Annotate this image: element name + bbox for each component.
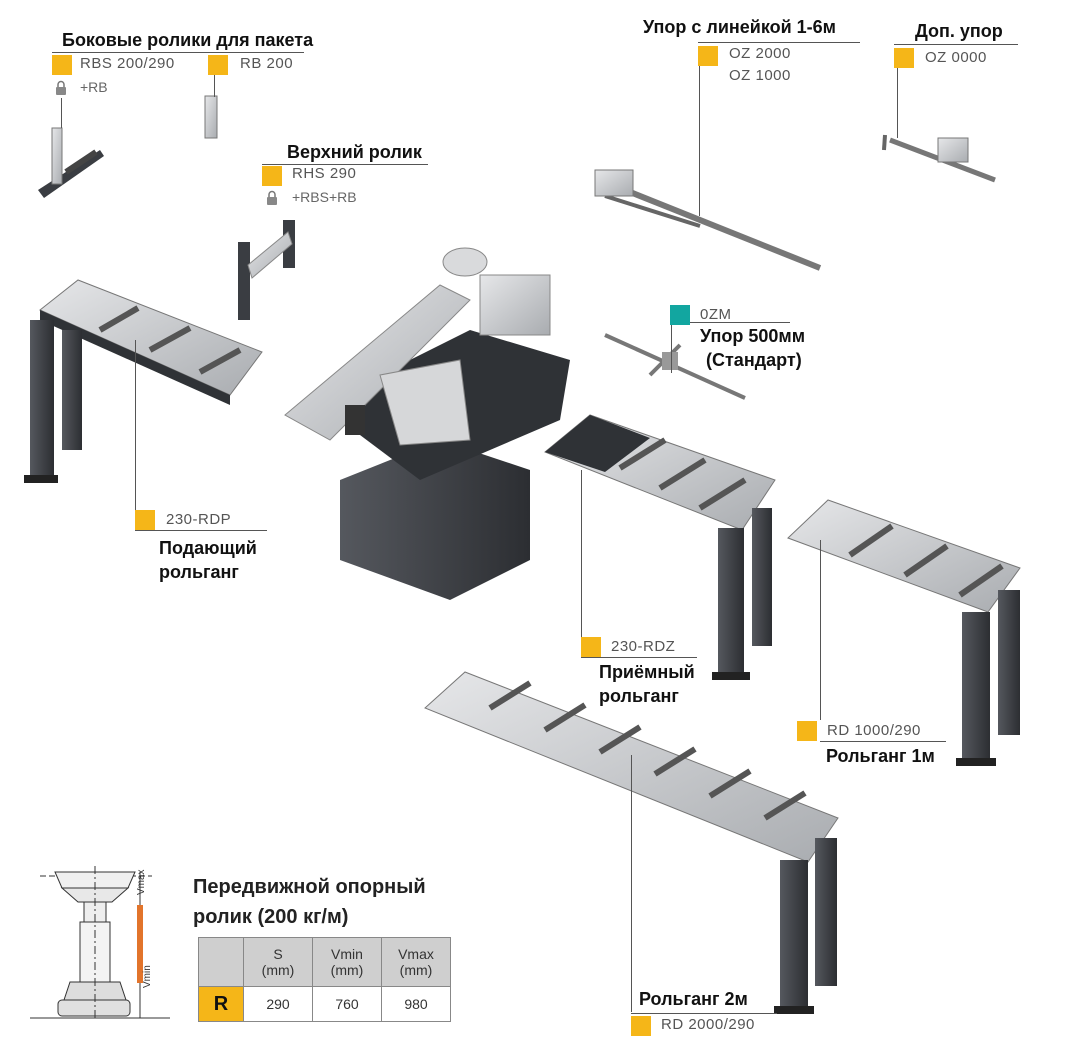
oz1000-code: OZ 1000 <box>729 67 791 84</box>
conveyor-1m-drawing <box>787 499 1021 766</box>
rdz-code: 230-RDZ <box>611 638 676 655</box>
feed-conveyor-title: Подающий <box>159 538 257 558</box>
marker-230rdz <box>581 637 601 657</box>
stop-500-subtitle: (Стандарт) <box>706 350 802 370</box>
table-header-row: S(mm) Vmin(mm) Vmax(mm) <box>198 937 451 987</box>
oz2000-code: OZ 2000 <box>729 45 791 62</box>
leader-line <box>61 98 62 128</box>
rdp-code: 230-RDP <box>166 511 232 528</box>
rd1000-code: RD 1000/290 <box>827 722 921 739</box>
divider <box>631 1013 777 1014</box>
side-rollers-title: Боковые ролики для пакета <box>62 30 314 50</box>
top-roller-drawing <box>238 220 295 320</box>
divider <box>820 741 946 742</box>
divider <box>52 52 304 53</box>
header-vmax: Vmax(mm) <box>381 937 451 987</box>
leader-line <box>581 470 582 638</box>
bandsaw-machine-drawing <box>284 247 570 600</box>
side-roller-rbs-drawing <box>38 127 104 198</box>
extra-stop-drawing <box>882 134 996 183</box>
divider <box>262 164 428 165</box>
header-vmin: Vmin(mm) <box>312 937 382 987</box>
conveyor-1m-title: Рольганг 1м <box>826 746 935 766</box>
receive-conveyor-title-2: рольганг <box>599 686 679 706</box>
divider <box>670 322 790 323</box>
rhs-code: RHS 290 <box>292 165 357 182</box>
row-label: R <box>198 986 244 1022</box>
divider <box>581 657 697 658</box>
lock-icon <box>56 80 66 95</box>
ruler-stop-drawing <box>594 169 822 271</box>
lock-icon <box>267 190 277 205</box>
feed-conveyor-title-2: рольганг <box>159 562 239 582</box>
cell-vmax: 980 <box>381 986 451 1022</box>
leader-line <box>897 68 898 138</box>
marker-230rdp <box>135 510 155 530</box>
mobile-roller-title-2: ролик (200 кг/м) <box>193 906 349 928</box>
receive-conveyor-title: Приёмный <box>599 662 695 682</box>
leader-line <box>671 325 672 373</box>
vmax-label: Vmax <box>136 869 147 895</box>
divider <box>894 44 1018 45</box>
marker-oz0000 <box>894 48 914 68</box>
cell-s: 290 <box>243 986 313 1022</box>
mobile-roller-title: Передвижной опорный <box>193 876 426 898</box>
divider <box>135 530 267 531</box>
table-corner <box>198 937 244 987</box>
rbs-extra: +RB <box>80 79 108 95</box>
marker-oz2000 <box>698 46 718 66</box>
stop-500-drawing <box>604 333 746 400</box>
marker-rd1000 <box>797 721 817 741</box>
leader-line <box>631 755 632 1012</box>
feed-conveyor-drawing <box>24 279 263 483</box>
marker-rd2000 <box>631 1016 651 1036</box>
side-roller-rb-drawing <box>204 95 218 139</box>
table-row: R 290 760 980 <box>198 986 451 1022</box>
rhs-extra: +RBS+RB <box>292 189 357 205</box>
mobile-roller-spec-table: S(mm) Vmin(mm) Vmax(mm) R 290 760 980 <box>198 937 451 1022</box>
oz0000-code: OZ 0000 <box>925 49 987 66</box>
marker-rbs <box>52 55 72 75</box>
rd2000-code: RD 2000/290 <box>661 1016 755 1033</box>
ruler-stop-title: Упор с линейкой 1-6м <box>643 17 836 37</box>
cell-vmin: 760 <box>312 986 382 1022</box>
marker-rhs <box>262 166 282 186</box>
vmin-label: Vmin <box>142 965 153 988</box>
marker-ozm <box>670 305 690 325</box>
extra-stop-title: Доп. упор <box>915 21 1003 41</box>
leader-line <box>214 75 215 97</box>
ozm-code: 0ZM <box>700 306 732 323</box>
marker-rb <box>208 55 228 75</box>
mobile-roller-schematic <box>30 866 170 1020</box>
rb-code: RB 200 <box>240 55 294 72</box>
conveyor-2m-title: Рольганг 2м <box>639 989 748 1009</box>
header-s: S(mm) <box>243 937 313 987</box>
rbs-code: RBS 200/290 <box>80 55 175 72</box>
divider <box>698 42 860 43</box>
receive-conveyor-drawing <box>544 414 776 680</box>
stop-500-title: Упор 500мм <box>700 326 806 346</box>
leader-line <box>699 66 700 216</box>
top-roller-title: Верхний ролик <box>287 142 422 162</box>
leader-line <box>820 540 821 720</box>
leader-line <box>135 340 136 510</box>
